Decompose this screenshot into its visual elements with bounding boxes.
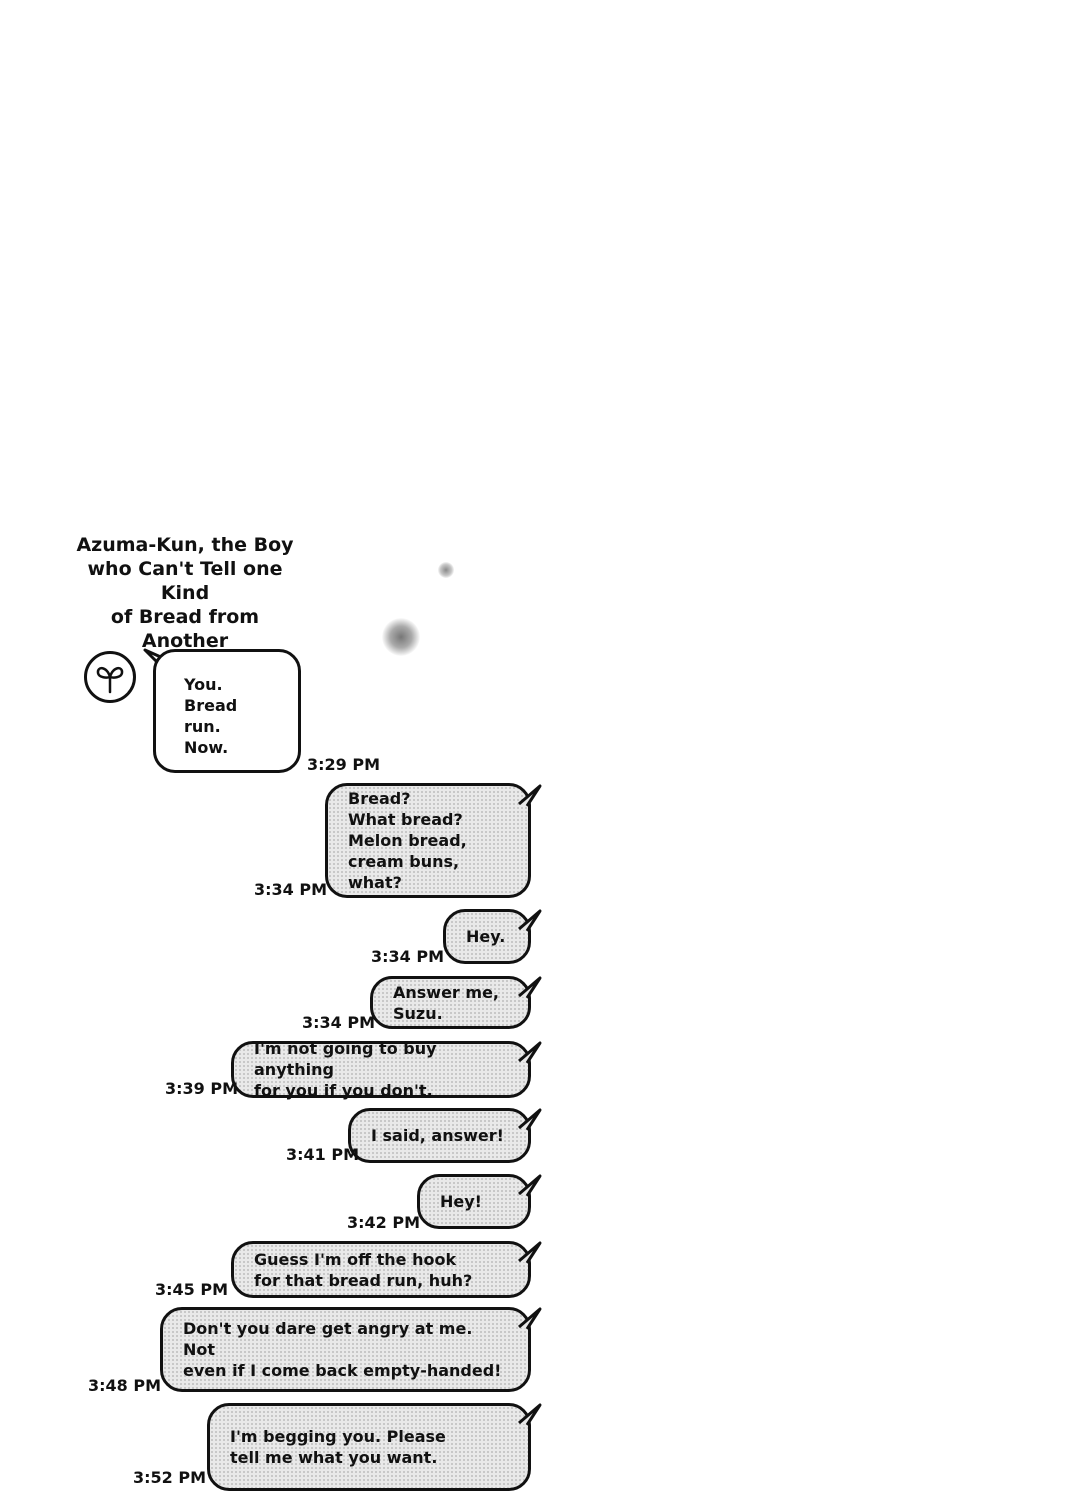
message-text: Hey.: [466, 927, 506, 946]
message-bubble[interactable]: I'm not going to buy anything for you if…: [231, 1039, 531, 1100]
bubble-tail: [518, 1403, 542, 1426]
bubble-tail: [518, 1174, 542, 1197]
message-bubble[interactable]: You. Bread run. Now.: [153, 649, 301, 773]
screentone-dot: [382, 618, 420, 656]
bubble-tail: [518, 1307, 542, 1330]
message-bubble[interactable]: Bread? What bread? Melon bread, cream bu…: [325, 783, 531, 898]
page-title: Azuma-Kun, the Boy who Can't Tell one Ki…: [76, 534, 294, 652]
message-bubble[interactable]: Guess I'm off the hook for that bread ru…: [231, 1241, 531, 1298]
message-text: I'm not going to buy anything for you if…: [254, 1039, 437, 1100]
message-text: Bread? What bread? Melon bread, cream bu…: [348, 789, 467, 892]
message-text: Hey!: [440, 1192, 482, 1211]
message-text: Answer me, Suzu.: [393, 982, 499, 1023]
message-time: 3:34 PM: [254, 880, 328, 899]
message-time: 3:39 PM: [165, 1079, 239, 1098]
message-bubble[interactable]: Hey.: [443, 909, 531, 964]
message-bubble[interactable]: Don't you dare get angry at me. Not even…: [160, 1307, 531, 1392]
screentone-dot: [438, 562, 454, 578]
message-bubble[interactable]: I said, answer!: [348, 1108, 531, 1163]
message-text: Guess I'm off the hook for that bread ru…: [254, 1249, 473, 1290]
sprout-icon: [96, 667, 124, 694]
message-time: 3:45 PM: [155, 1280, 229, 1299]
message-time: 3:52 PM: [133, 1468, 207, 1487]
message-bubble[interactable]: Answer me, Suzu.: [370, 976, 531, 1029]
message-time: 3:48 PM: [88, 1376, 162, 1395]
bubble-tail: [518, 784, 542, 807]
message-time: 3:34 PM: [302, 1013, 376, 1032]
message-time: 3:41 PM: [286, 1145, 360, 1164]
bubble-tail: [518, 976, 542, 999]
message-text: I said, answer!: [371, 1126, 504, 1145]
message-bubble[interactable]: I'm begging you. Please tell me what you…: [207, 1403, 531, 1491]
bubble-tail: [518, 1108, 542, 1131]
message-text: You. Bread run. Now.: [184, 675, 238, 757]
message-text: Don't you dare get angry at me. Not even…: [183, 1319, 502, 1380]
message-time: 3:29 PM: [307, 755, 381, 774]
message-text: I'm begging you. Please tell me what you…: [230, 1427, 446, 1467]
bubble-tail: [518, 1041, 542, 1064]
message-bubble[interactable]: Hey!: [417, 1174, 531, 1229]
avatar[interactable]: [84, 651, 136, 703]
message-time: 3:34 PM: [371, 947, 445, 966]
bubble-tail: [518, 909, 542, 932]
message-time: 3:42 PM: [347, 1213, 421, 1232]
bubble-tail: [518, 1241, 542, 1264]
